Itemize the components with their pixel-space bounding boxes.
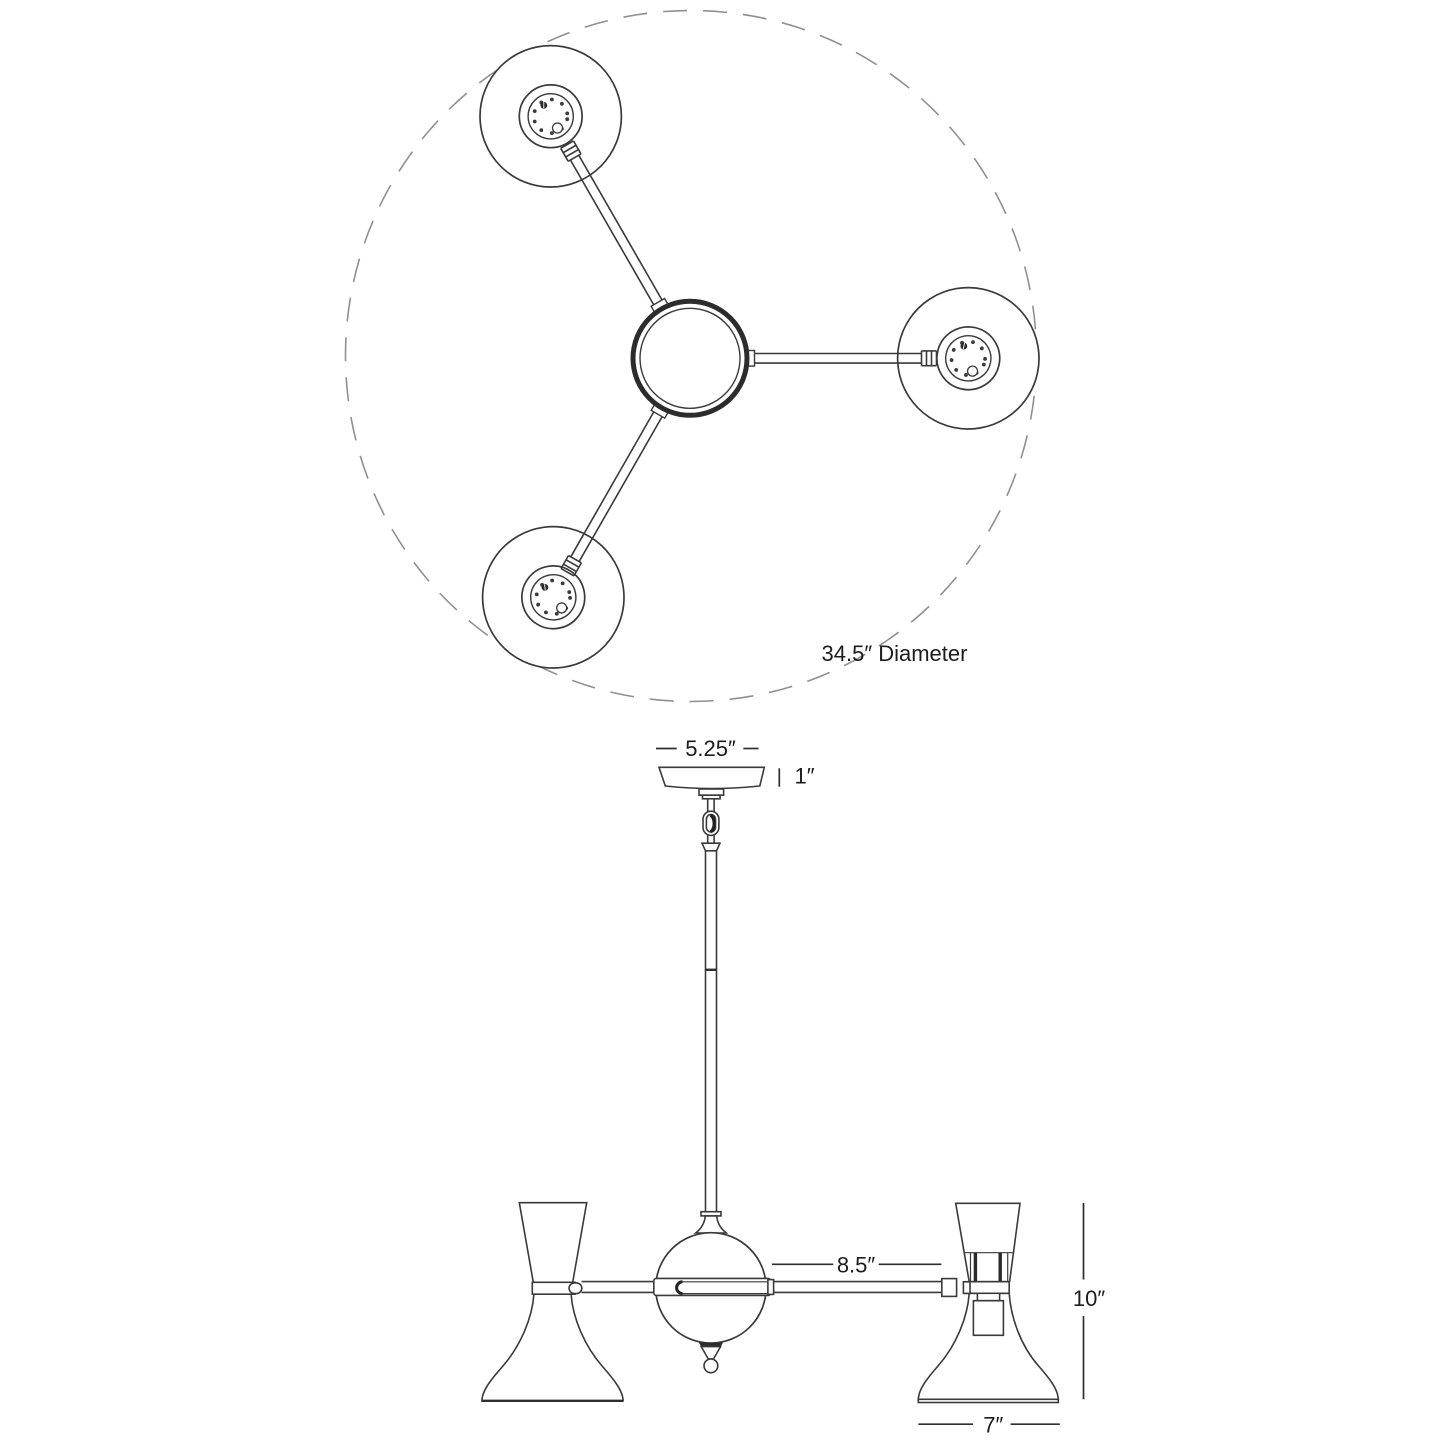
dimension-arm-length: 8.5″ — [771, 1253, 942, 1278]
shade-bottom-left — [472, 516, 635, 679]
left-shade-lower-bell — [481, 1293, 624, 1402]
diameter-label: 34.5″ Diameter — [822, 641, 968, 666]
right-shade-cutaway — [917, 1202, 1060, 1404]
ceiling-canopy — [657, 766, 766, 800]
right-shade-rim — [917, 1398, 1060, 1404]
top-view: 34.5″ Diameter — [344, 9, 1054, 703]
arm-slot — [652, 1277, 772, 1297]
arm-length-label: 8.5″ — [837, 1253, 876, 1278]
dimension-canopy-width: 5.25″ — [656, 736, 759, 761]
socket-body — [972, 1299, 1005, 1337]
left-shade-upper-cone — [518, 1201, 588, 1284]
chain-link — [700, 798, 722, 852]
center-hub — [630, 298, 750, 418]
stem-rod — [693, 850, 729, 1234]
shade-top-left — [479, 44, 623, 188]
shade-right — [883, 273, 1054, 444]
side-arms — [581, 1280, 942, 1294]
shade-height-label: 10″ — [1073, 1286, 1105, 1311]
finial-stem — [699, 1345, 722, 1360]
right-shade-band — [964, 1280, 1011, 1295]
right-shade-upper-cone — [954, 1202, 1021, 1283]
dimension-shade-width: 7″ — [918, 1413, 1060, 1438]
arm-connector-block — [940, 1277, 958, 1298]
side-view: 5.25″ 1″ — [481, 736, 1105, 1438]
canopy-height-label: 1″ — [795, 764, 815, 789]
arm-slot-cap — [675, 1280, 683, 1296]
canopy-width-label: 5.25″ — [685, 736, 736, 761]
arm-connector-pin — [962, 1281, 971, 1295]
socket-collar — [976, 1292, 1001, 1302]
shade-width-label: 7″ — [983, 1413, 1003, 1438]
dimension-shade-height: 10″ — [1073, 1202, 1105, 1400]
finial-ball — [703, 1358, 719, 1374]
dimension-canopy-height: 1″ — [778, 764, 815, 789]
finial-collar — [698, 1342, 723, 1347]
left-shade — [481, 1201, 624, 1403]
left-shade-arm-cap — [568, 1282, 583, 1295]
center-ball — [652, 1231, 775, 1374]
